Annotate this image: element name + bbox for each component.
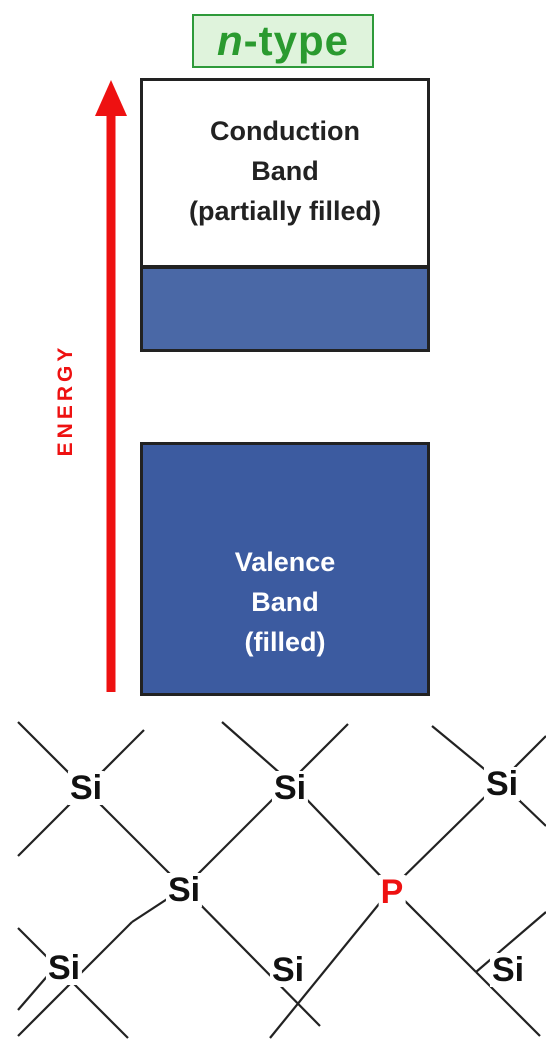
conduction-band-filled (140, 266, 430, 352)
energy-arrow (95, 80, 127, 692)
phosphorus-dopant-atom: P (378, 873, 406, 911)
bond-line (475, 971, 541, 1037)
si-atom: Si (271, 769, 309, 807)
energy-arrow-head (95, 80, 127, 116)
title-italic-part: n (216, 17, 244, 64)
conduction-label-line: Conduction (210, 116, 360, 146)
bond-line (475, 911, 546, 973)
conduction-band-label: Conduction Band (partially filled) (143, 111, 427, 231)
valence-band-label: Valence Band (filled) (143, 542, 427, 662)
si-atom: Si (165, 871, 203, 909)
crystal-lattice: Si Si Si Si P Si Si Si (0, 700, 546, 1053)
bond-line (17, 721, 185, 889)
valence-label-line: Band (251, 587, 319, 617)
valence-band: Valence Band (filled) (140, 442, 430, 696)
title-rest-part: -type (243, 17, 349, 64)
si-atom: Si (483, 765, 521, 803)
lattice-bonds (17, 721, 546, 1039)
bond-line (269, 887, 393, 1039)
energy-label: ENERGY (54, 343, 77, 457)
conduction-label-line: Band (251, 156, 319, 186)
si-atom: Si (269, 951, 307, 989)
conduction-band-empty: Conduction Band (partially filled) (140, 78, 430, 268)
bond-line (391, 781, 501, 889)
title-box: n-type (192, 14, 374, 68)
si-atom: Si (489, 951, 527, 989)
si-atom: Si (67, 769, 105, 807)
diagram-title: n-type (217, 20, 349, 62)
si-atom: Si (45, 949, 83, 987)
conduction-label-line: (partially filled) (188, 196, 382, 226)
valence-label-line: (filled) (244, 627, 326, 657)
valence-label-line: Valence (234, 547, 336, 577)
bond-line (391, 887, 477, 973)
